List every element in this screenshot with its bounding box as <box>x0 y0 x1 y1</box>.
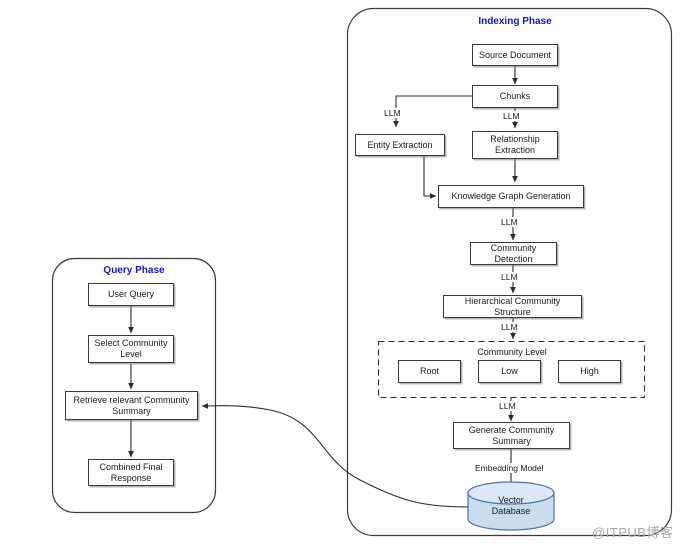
vector-database-cylinder <box>467 481 555 531</box>
node-community-level-root[interactable]: Root <box>398 360 461 383</box>
node-relationship-extraction[interactable]: Relationship Extraction <box>472 131 558 159</box>
edge-label-chunks-to-entity: LLM <box>383 108 402 118</box>
node-community-level-high[interactable]: High <box>558 360 621 383</box>
node-hierarchical-community-structure[interactable]: Hierarchical Community Structure <box>443 295 582 318</box>
node-generate-community-summary[interactable]: Generate Community Summary <box>453 422 570 449</box>
query-phase-title: Query Phase <box>103 265 165 276</box>
edge-label-kg-to-detection: LLM <box>500 217 519 227</box>
node-combined-final-response[interactable]: Combined Final Response <box>88 459 174 486</box>
watermark: @ITPUB博客 <box>592 525 674 540</box>
node-chunks[interactable]: Chunks <box>472 85 558 108</box>
edge-vectordb-to-retrieve <box>201 403 469 508</box>
community-level-group-label: Community Level <box>477 347 547 357</box>
query-phase-panel <box>51 257 217 514</box>
edge-label-detection-to-hierarchical: LLM <box>500 272 519 282</box>
indexing-phase-panel <box>346 7 673 537</box>
edge-entity-to-kg <box>423 156 437 199</box>
community-level-group-box <box>377 340 646 399</box>
edge-label-summary-to-vectordb: Embedding Model <box>474 463 545 473</box>
node-community-detection[interactable]: Community Detection <box>470 242 557 265</box>
node-knowledge-graph-generation[interactable]: Knowledge Graph Generation <box>438 185 584 208</box>
edge-label-hierarchical-to-level: LLM <box>500 322 519 332</box>
node-user-query[interactable]: User Query <box>88 283 174 306</box>
node-community-level-low[interactable]: Low <box>478 360 541 383</box>
node-source-document[interactable]: Source Document <box>472 44 558 66</box>
node-select-community-level[interactable]: Select Community Level <box>88 335 174 363</box>
indexing-phase-title: Indexing Phase <box>478 16 552 27</box>
edge-label-chunks-to-relationship: LLM <box>502 111 521 121</box>
node-retrieve-relevant-community-summary[interactable]: Retrieve relevant Community Summary <box>65 391 198 420</box>
edge-label-level-to-summary: LLM <box>498 401 517 411</box>
node-entity-extraction[interactable]: Entity Extraction <box>355 134 445 156</box>
edge-chunks-to-entity <box>393 95 473 128</box>
